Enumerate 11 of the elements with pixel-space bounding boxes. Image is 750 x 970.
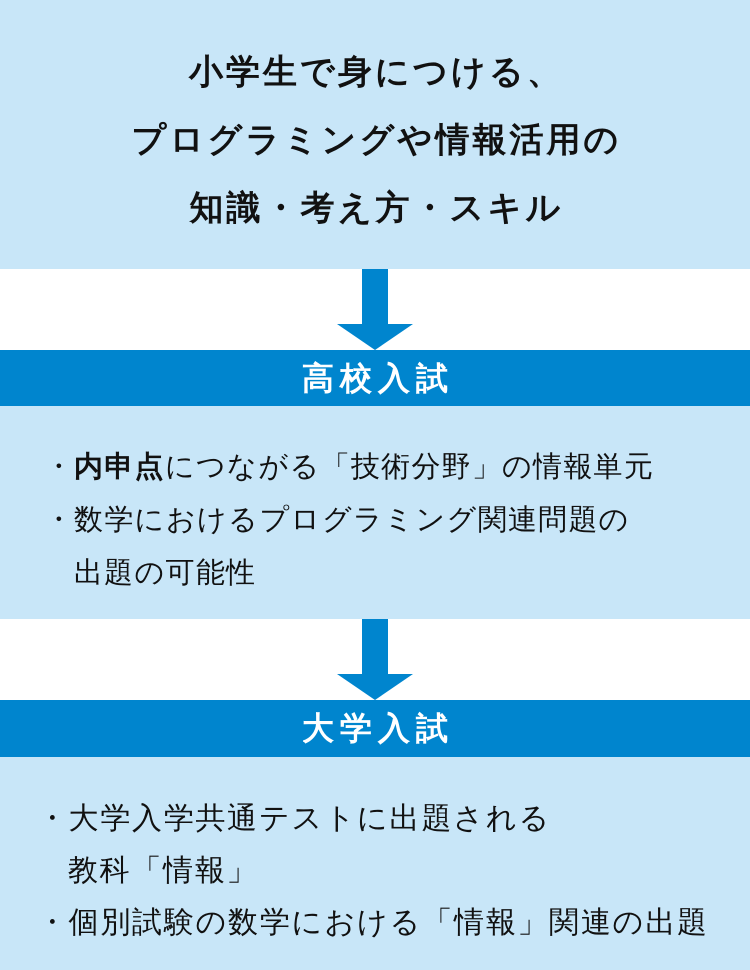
info-panel	[0, 700, 750, 970]
list-item: ・内申点につながる「技術分野」の情報単元	[43, 448, 654, 485]
list-item: ・数学におけるプログラミング関連問題の出題の可能性	[43, 501, 630, 591]
list-item: ・個別試験の数学における「情報」関連の出題	[36, 904, 709, 942]
panel-header: 高校入試	[0, 350, 750, 406]
summary-box: 小学生で身につける、プログラミングや情報活用の知識・考え方・スキル	[0, 0, 750, 269]
info-panel	[0, 350, 750, 619]
panel-header: 大学入試	[0, 700, 750, 757]
arrow	[337, 269, 413, 350]
list-item: ・大学入学共通テストに出題される教科「情報」	[36, 800, 552, 890]
arrow	[337, 619, 413, 700]
